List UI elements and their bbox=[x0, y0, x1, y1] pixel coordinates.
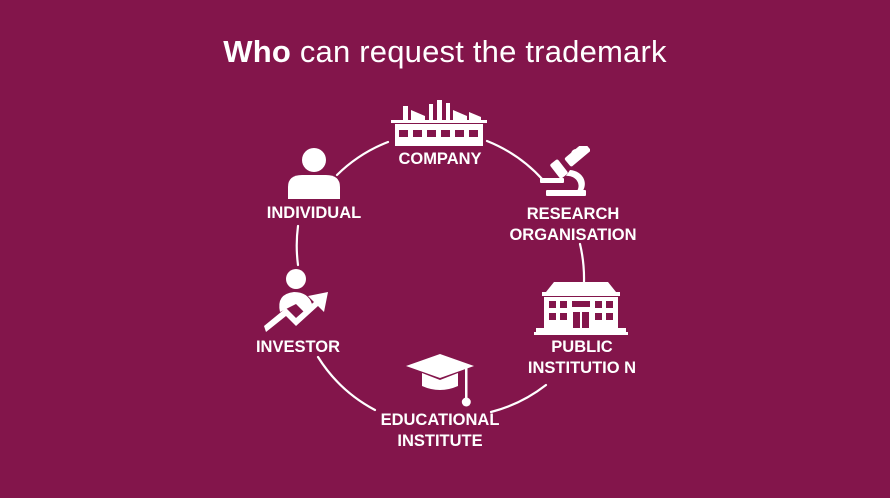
factory-icon bbox=[391, 100, 487, 146]
ring-arc-educational-investor bbox=[316, 355, 377, 412]
person-icon bbox=[288, 148, 340, 199]
ring-arc-public-educational bbox=[489, 383, 548, 414]
node-label-educational: EDUCATIONAL INSTITUTE bbox=[380, 411, 500, 450]
ring-arc-research-public bbox=[578, 242, 586, 284]
node-label-public: PUBLIC INSTITUTIO N bbox=[527, 338, 637, 377]
title-rest: can request the trademark bbox=[291, 34, 667, 69]
microscope-icon bbox=[540, 146, 590, 196]
node-label-individual: INDIVIDUAL bbox=[266, 204, 362, 222]
government-building-icon bbox=[534, 282, 628, 335]
ring-arc-investor-individual bbox=[295, 224, 300, 267]
ring-arc-individual-company bbox=[335, 140, 390, 177]
node-label-research: RESEARCH ORGANISATION bbox=[509, 205, 637, 244]
graduation-cap-icon bbox=[406, 354, 474, 407]
node-label-company: COMPANY bbox=[398, 150, 482, 168]
node-label-investor: INVESTOR bbox=[255, 338, 341, 356]
page-title: Who can request the trademark bbox=[0, 34, 890, 70]
investor-growth-icon bbox=[264, 269, 328, 332]
title-bold: Who bbox=[223, 34, 292, 69]
ring-arc-company-research bbox=[485, 139, 545, 182]
